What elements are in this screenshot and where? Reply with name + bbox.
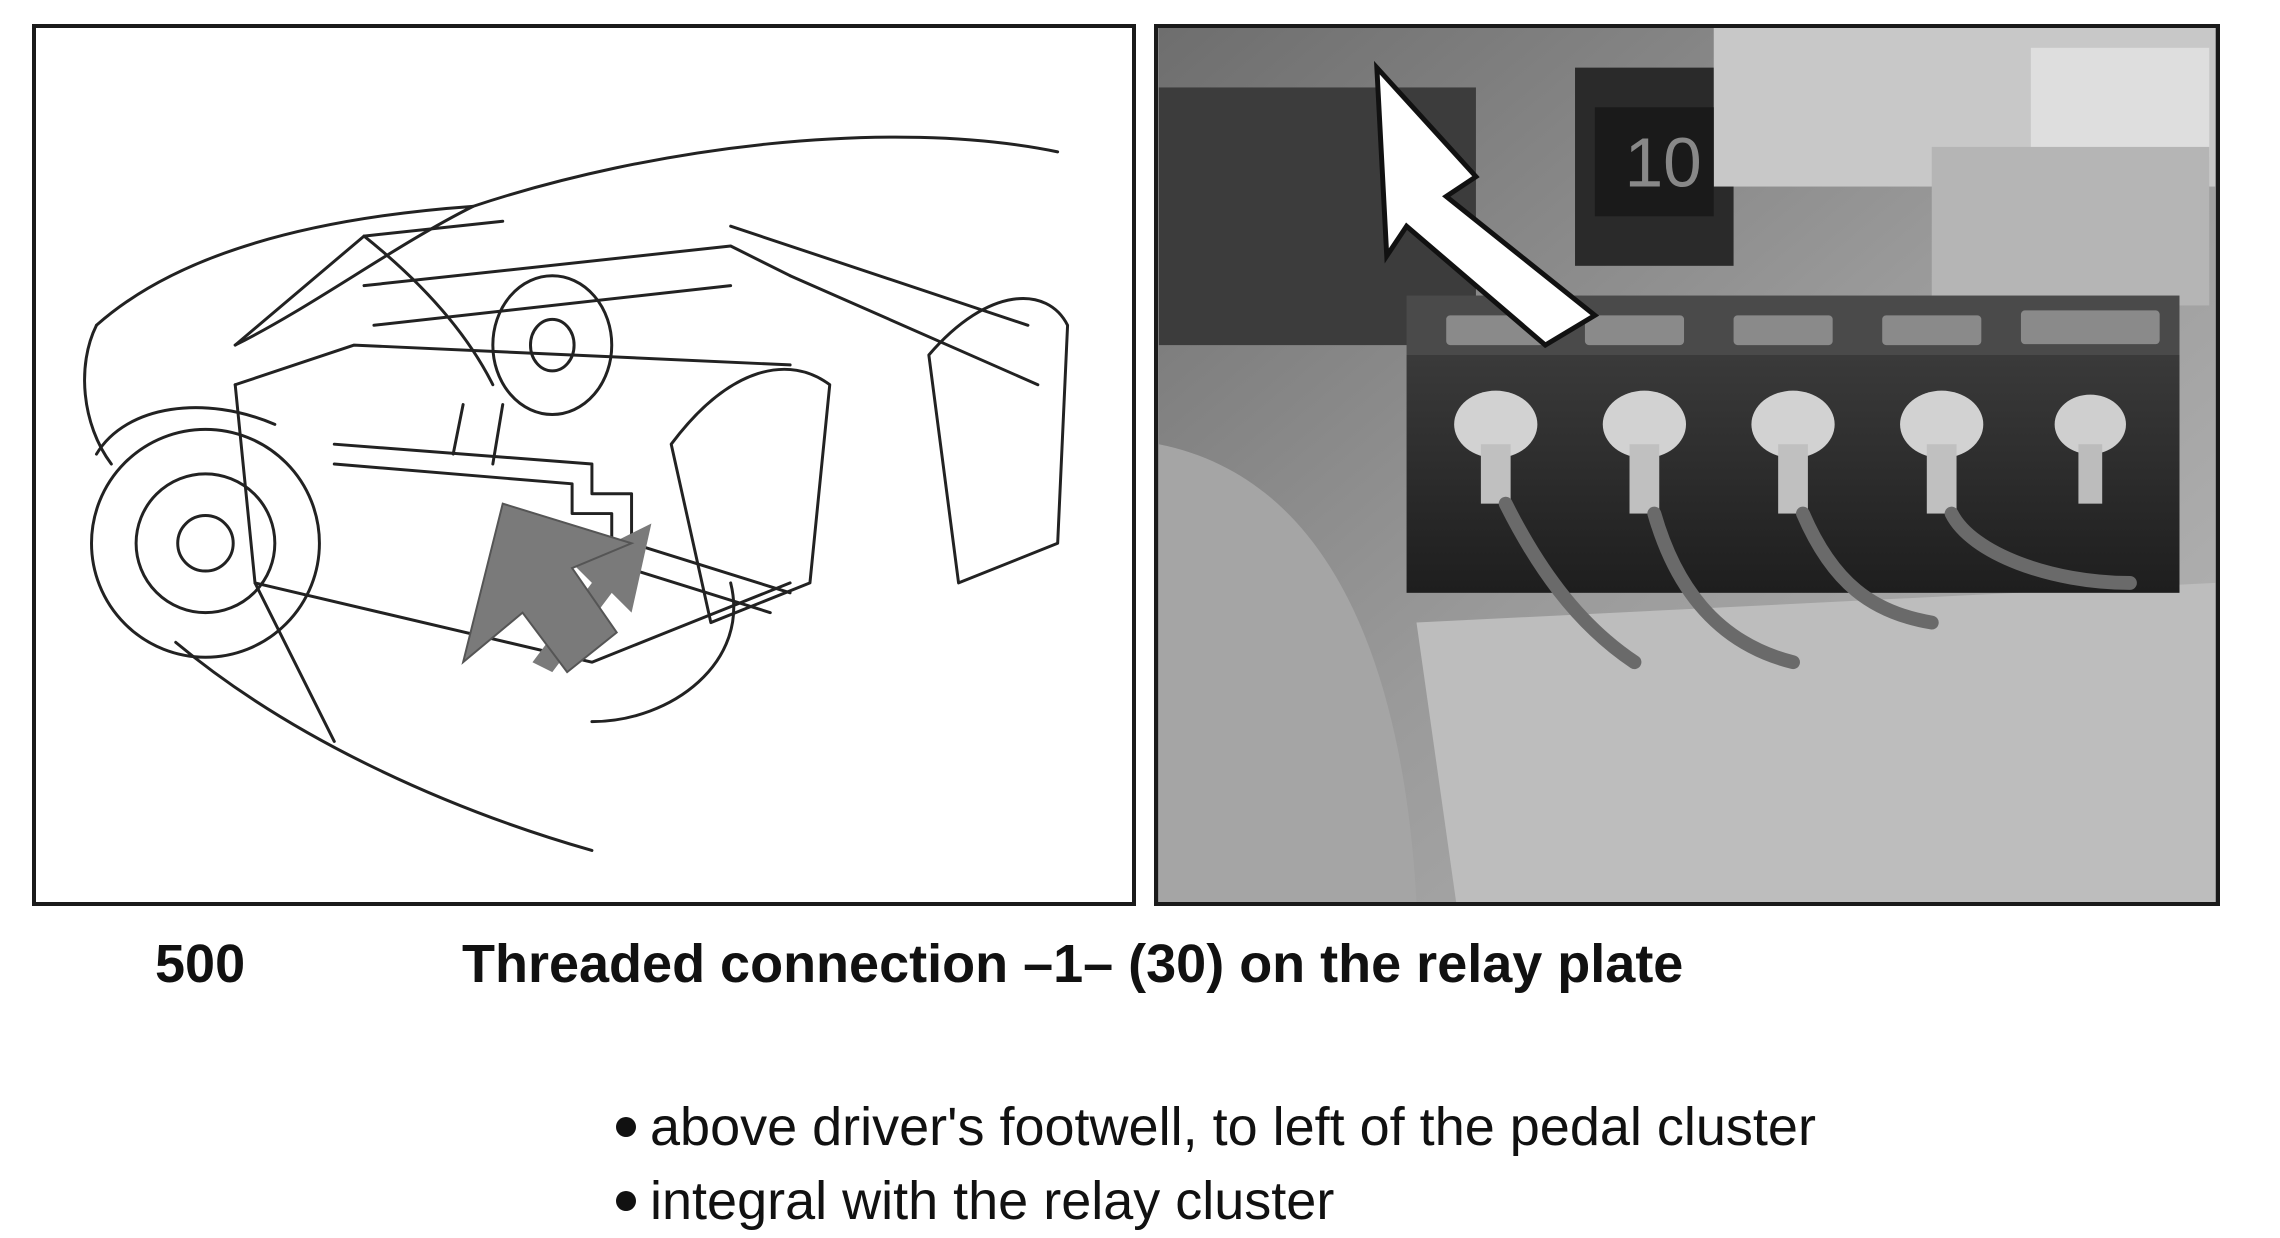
terminal-5 — [2054, 394, 2126, 504]
bullet-icon — [616, 1190, 636, 1211]
bullet-icon — [616, 1116, 636, 1137]
terminal-2 — [1602, 390, 1687, 514]
bullet-text: integral with the relay cluster — [650, 1171, 1335, 1231]
terminal-1 — [1454, 390, 1538, 504]
list-item: integral with the relay cluster — [616, 1164, 1816, 1238]
terminal-pointer-arrow — [1374, 60, 1600, 349]
location-notes: above driver's footwell, to left of the … — [616, 1090, 1816, 1238]
bullet-text: above driver's footwell, to left of the … — [650, 1097, 1816, 1157]
fuse-label: 10 — [1625, 124, 1702, 202]
relay-terminals — [1454, 390, 2126, 514]
relay-plate-photo: 10 — [1154, 24, 2220, 906]
terminal-3 — [1751, 390, 1835, 514]
figure-caption: Threaded connection –1– (30) on the rela… — [462, 934, 1684, 994]
figure-number: 500 — [155, 934, 246, 994]
car-cutaway-drawing — [83, 135, 1070, 852]
car-interior-illustration — [32, 24, 1136, 906]
relay-plate-photo-art: 10 — [1158, 28, 2216, 902]
list-item: above driver's footwell, to left of the … — [616, 1090, 1816, 1164]
terminal-4 — [1900, 390, 1984, 514]
